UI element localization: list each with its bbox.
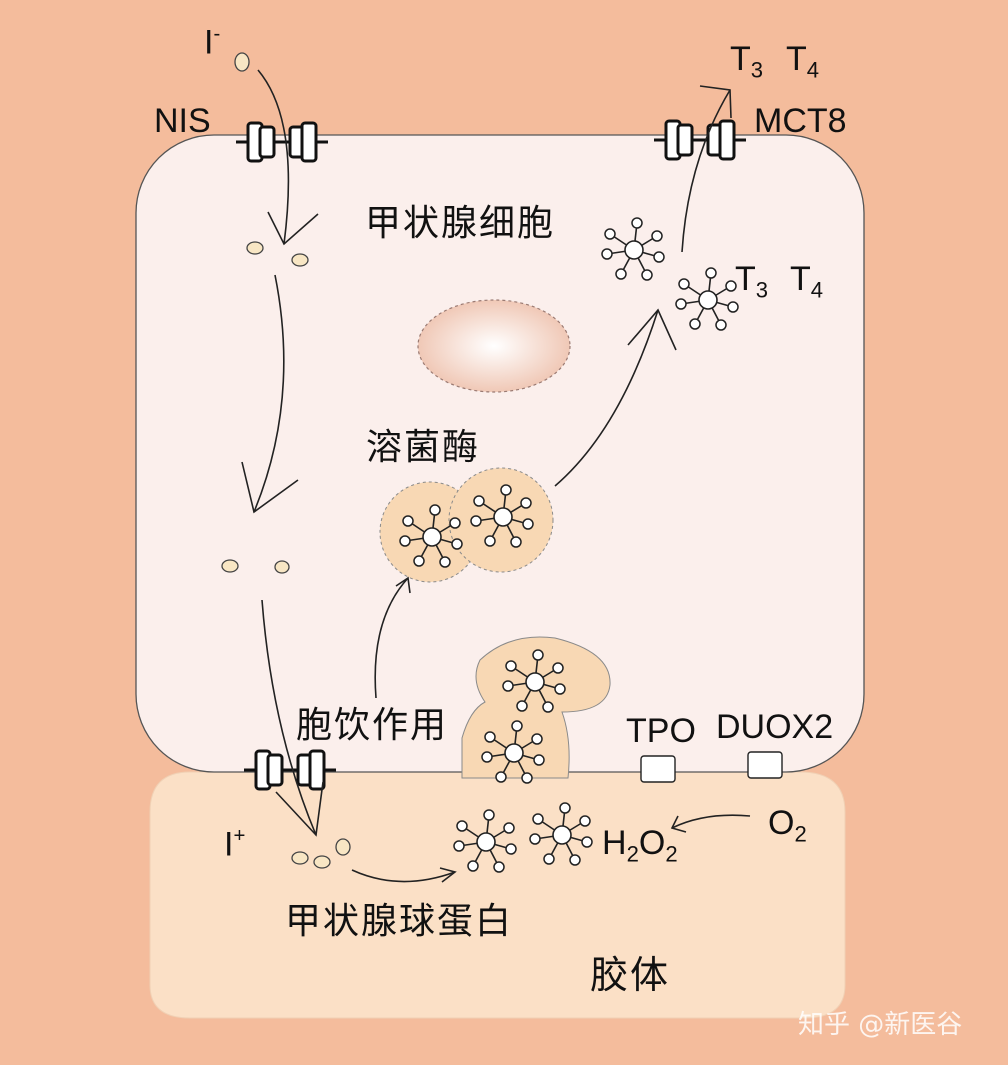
pathway-arrows [241,69,751,883]
o2-label: O2 [768,804,807,847]
lysosome-label: 溶菌酶 [366,427,481,468]
nucleus [417,299,571,393]
t4-output-label: T4 [786,40,820,83]
iodide-label: I- [204,23,221,62]
t4-cell-label: T4 [790,260,824,303]
pinocytosis-label: 胞饮作用 [296,705,449,746]
tpo-enzyme [640,755,676,783]
thyroid-cell-label: 甲状腺细胞 [365,203,556,244]
colloid-label: 胶体 [590,953,671,997]
tpo-label: TPO [626,712,696,750]
t3-cell-label: T3 [735,260,769,303]
iodide-particles [221,52,351,869]
thyroglobulin-label: 甲状腺球蛋白 [285,901,514,942]
t3-output-label: T3 [730,40,764,83]
nis-label: NIS [154,102,211,140]
duox2-label: DUOX2 [716,708,834,746]
duox2-enzyme [747,751,783,779]
iodine-plus-label: I+ [224,825,246,864]
mct8-label: MCT8 [754,102,847,140]
h2o2-label: H2O2 [602,824,678,867]
colloid-region [149,771,846,1019]
watermark: 知乎 @新医谷 [798,1010,963,1040]
